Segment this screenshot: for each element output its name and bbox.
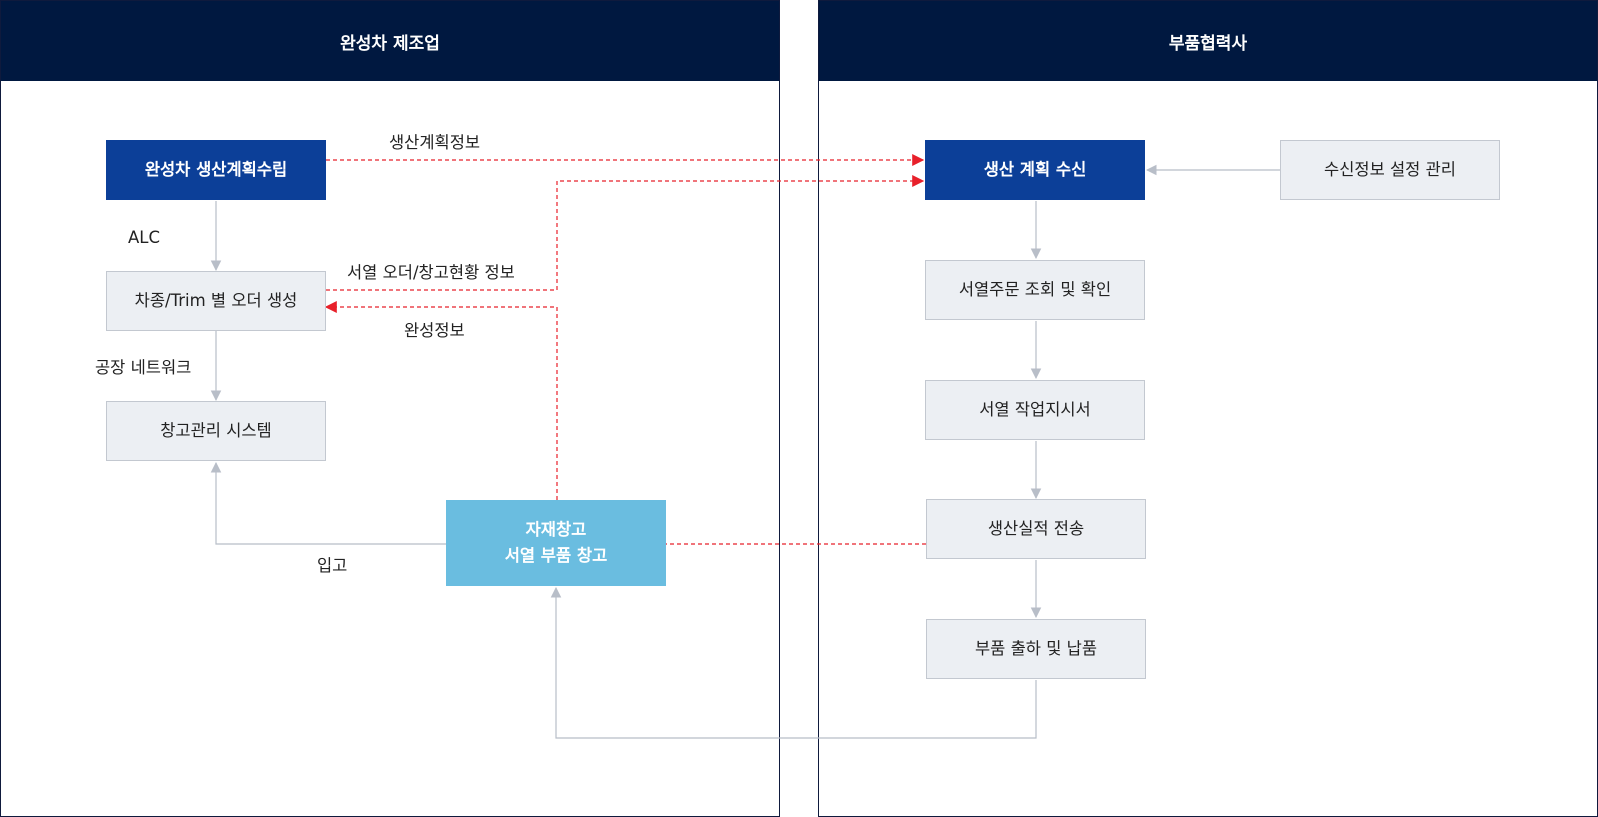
plan-receive-node: 생산 계획 수신 [925, 140, 1145, 200]
label-order-status: 서열 오더/창고현황 정보 [347, 263, 515, 282]
info-material-to-order [324, 301, 558, 500]
label-factory-network: 공장 네트워크 [95, 358, 192, 377]
warehouse-system-node: 창고관리 시스템 [106, 401, 326, 461]
label-plan-info: 생산계획정보 [389, 133, 481, 152]
delivery-node: 부품 출하 및 납품 [926, 619, 1146, 679]
supplier-header: 부품협력사 [819, 1, 1597, 81]
flow-delivery-to-material [550, 586, 1037, 739]
material-warehouse-node: 자재창고 서열 부품 창고 [446, 500, 666, 586]
info-order-to-receive [326, 175, 925, 291]
label-stocking: 입고 [317, 556, 348, 575]
material-warehouse-line2: 서열 부품 창고 [504, 546, 608, 565]
label-alc: ALC [128, 228, 161, 247]
material-warehouse-line1: 자재창고 [525, 520, 587, 539]
work-order-node: 서열 작업지시서 [925, 380, 1145, 440]
label-completion: 완성정보 [404, 321, 465, 340]
production-plan-node: 완성차 생산계획수립 [106, 140, 326, 200]
production-result-node: 생산실적 전송 [926, 499, 1146, 559]
receive-settings-node: 수신정보 설정 관리 [1280, 140, 1500, 200]
flow-material-to-warehouse [210, 461, 446, 545]
manufacturer-header: 완성차 제조업 [1, 1, 779, 81]
order-generation-node: 차종/Trim 별 오더 생성 [106, 271, 326, 331]
order-inquiry-node: 서열주문 조회 및 확인 [925, 260, 1145, 320]
